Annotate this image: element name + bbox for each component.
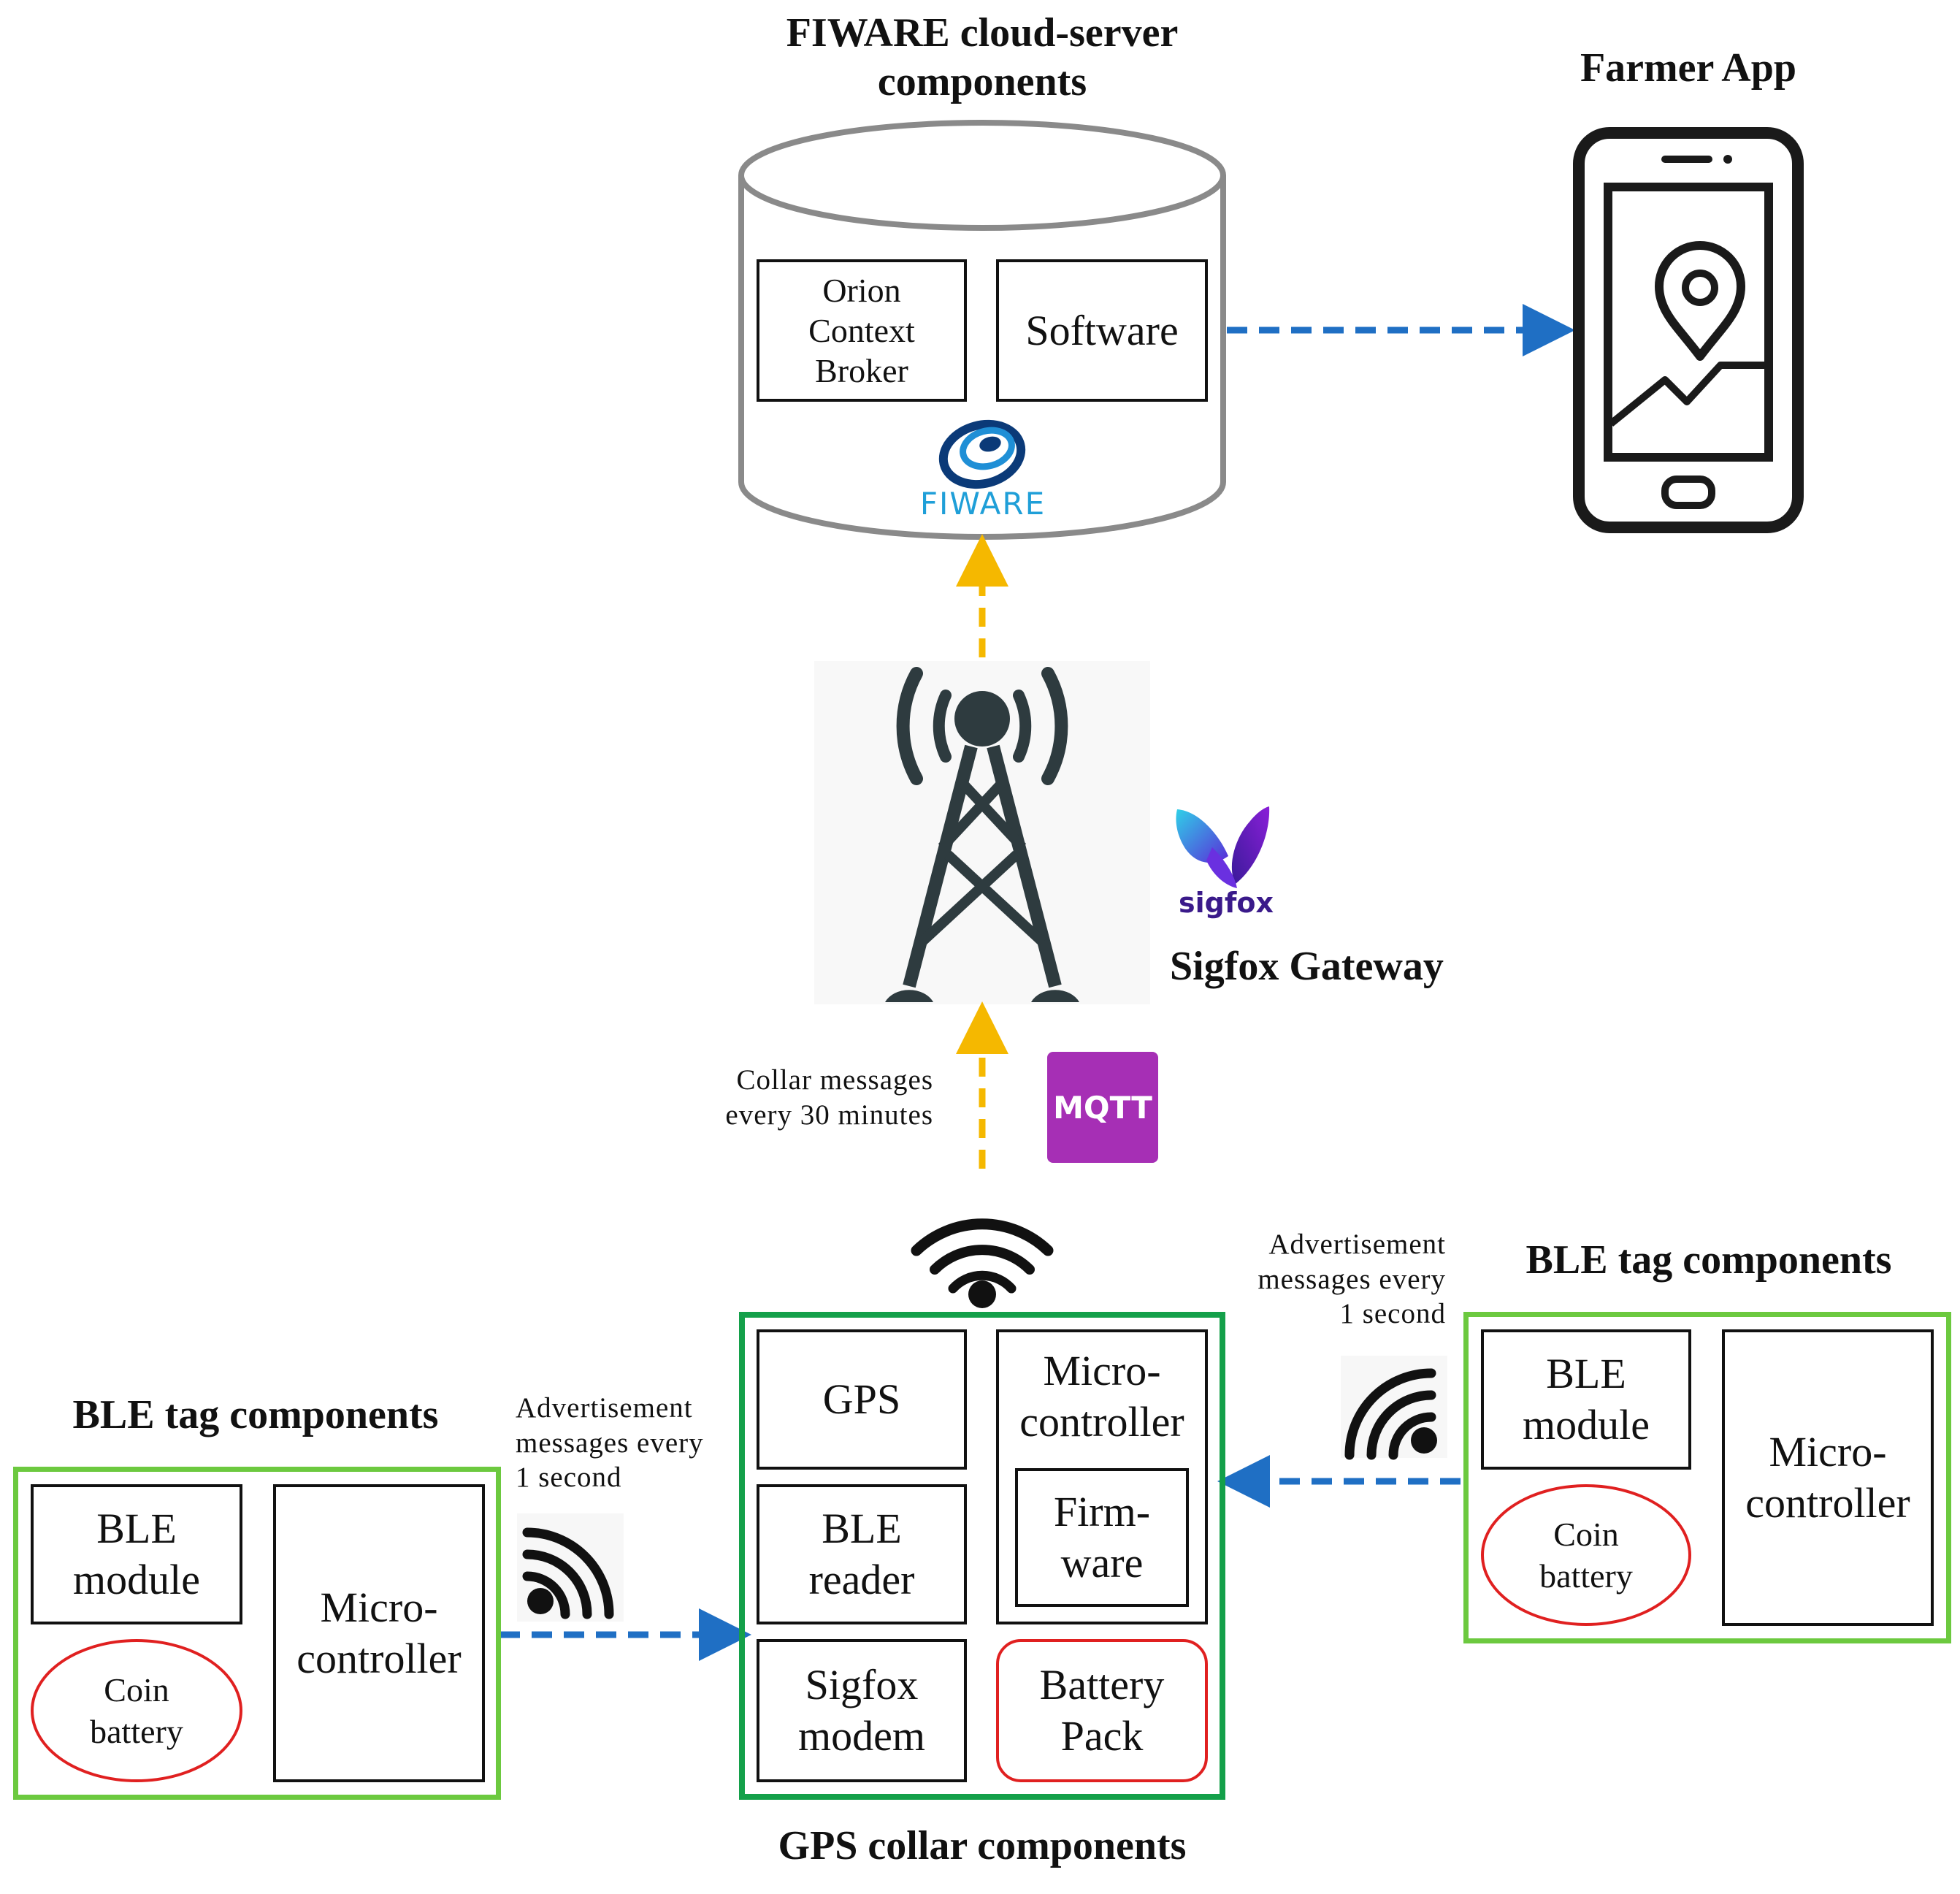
- right-microcontroller-box: Micro- controller: [1722, 1329, 1934, 1626]
- right-ble-tag-group: [1463, 1312, 1951, 1643]
- fiware-logo-icon: [938, 419, 1026, 489]
- firmware-box: Firm- ware: [1015, 1468, 1189, 1607]
- farmer-app-title: Farmer App: [1580, 45, 1797, 91]
- left-ble-tag-group: [13, 1467, 501, 1800]
- sigfox-modem-box: Sigfox modem: [757, 1639, 967, 1782]
- mqtt-badge: MQTT: [1047, 1052, 1158, 1163]
- right-ble-tag-title: BLE tag components: [1525, 1237, 1892, 1283]
- wifi-icon: [911, 1218, 1054, 1308]
- right-ble-module-box: BLE module: [1481, 1329, 1691, 1470]
- left-advert-label: Advertisement messages every 1 second: [516, 1392, 704, 1494]
- sigfox-logo-text: sigfox: [1179, 887, 1274, 919]
- left-ble-tag-title: BLE tag components: [72, 1392, 439, 1437]
- right-advert-label: Advertisement messages every 1 second: [1257, 1229, 1446, 1330]
- ble-reader-box: BLE reader: [757, 1484, 967, 1624]
- gps-collar-group: [739, 1312, 1225, 1800]
- battery-pack-box: Battery Pack: [996, 1639, 1208, 1782]
- fiware-logo-text: FIWARE: [919, 486, 1046, 522]
- left-coin-battery: Coin battery: [31, 1639, 242, 1782]
- left-ble-module-box: BLE module: [31, 1484, 242, 1624]
- cloud-title: FIWARE cloud-server components: [786, 10, 1179, 105]
- right-signal-icon: [1341, 1356, 1447, 1460]
- gps-box: GPS: [757, 1329, 967, 1470]
- software-box: Software: [996, 259, 1208, 402]
- sigfox-logo-icon: [1176, 806, 1270, 888]
- left-microcontroller-box: Micro- controller: [273, 1484, 485, 1782]
- orion-context-broker-box: Orion Context Broker: [757, 259, 967, 402]
- smartphone-map-icon: [1573, 127, 1804, 533]
- gateway-label: Sigfox Gateway: [1170, 944, 1444, 989]
- collar-title: GPS collar components: [778, 1823, 1187, 1868]
- cell-tower-icon: [814, 661, 1150, 1004]
- right-coin-battery: Coin battery: [1481, 1484, 1691, 1626]
- uplink-label: Collar messages every 30 minutes: [725, 1064, 933, 1131]
- left-signal-icon: [517, 1513, 624, 1622]
